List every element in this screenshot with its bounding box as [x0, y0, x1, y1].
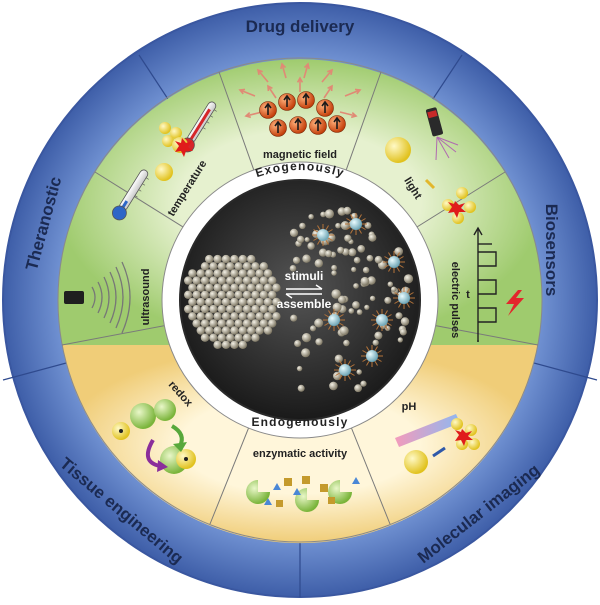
endogenous-sector [62, 345, 538, 544]
center-bottom-label: assemble [277, 297, 332, 311]
redox-illustration [112, 399, 196, 474]
magnetic-field-illustration [238, 62, 362, 137]
stimulus-disk-border [57, 57, 543, 543]
ph-label: pH [402, 401, 417, 413]
assembled-nanoparticle-cluster [184, 254, 281, 349]
center-disk [179, 179, 421, 421]
time-axis-label: t [466, 289, 470, 301]
endogenously-label: Endogenously [251, 415, 348, 429]
ph-illustration [395, 414, 480, 474]
exogenously-label: Exogenously [254, 159, 347, 180]
magnetic-field-label: magnetic field [263, 149, 337, 161]
electric-pulses-illustration [473, 226, 497, 342]
enzymatic-activity-label: enzymatic activity [253, 448, 348, 460]
dispersed-nanoparticles [289, 206, 415, 393]
electric-pulses-label: electric pulses [449, 262, 461, 338]
equilibrium-arrows [285, 284, 323, 299]
ultrasound-illustration [64, 261, 131, 334]
lightning-icon [506, 290, 524, 316]
enzymatic-activity-illustration [246, 476, 360, 512]
ultrasound-label: ultrasound [140, 269, 152, 326]
outer-label-biosensors: Biosensors [542, 204, 561, 297]
center-top-label: stimuli [285, 269, 324, 283]
light-illustration [385, 107, 476, 224]
outer-label-drug-delivery: Drug delivery [246, 17, 355, 36]
temperature-illustration [112, 101, 217, 221]
